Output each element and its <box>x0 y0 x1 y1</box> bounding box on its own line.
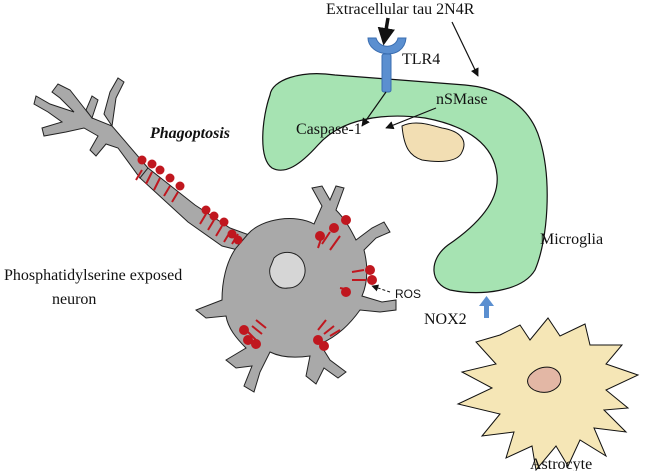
ros-arrow <box>371 284 391 293</box>
tau-to-nsmase-arrow <box>451 21 479 77</box>
phosphatidylserine-markers <box>135 155 377 351</box>
microglia-body <box>262 73 548 294</box>
neuron-label-line2: neuron <box>52 291 96 308</box>
neuron-label-line1: Phosphatidylserine exposed <box>4 267 182 284</box>
microglia-label: Microglia <box>540 231 603 248</box>
astrocyte-nucleus <box>527 366 562 393</box>
astrocyte-body <box>456 317 640 471</box>
nsmase-to-caspase-arrow <box>385 107 437 130</box>
tau-label: Extracellular tau 2N4R <box>326 1 475 18</box>
nsmase-label: nSMase <box>436 91 488 108</box>
tlr4-cup <box>367 37 407 55</box>
microglia-nucleus <box>401 122 465 162</box>
astrocyte-cell <box>456 317 640 471</box>
microglia-cell <box>262 73 548 294</box>
tlr4-receptor <box>367 37 407 93</box>
astrocyte-label: Astrocyte <box>530 456 592 471</box>
nox2-arrow <box>479 296 494 318</box>
neuron-soma <box>195 185 397 393</box>
ros-label: ROS <box>395 287 421 301</box>
nox2-label: NOX2 <box>424 311 467 328</box>
tlr4-stem <box>381 53 392 93</box>
tau-binding-arrow <box>377 17 395 46</box>
tlr4-label: TLR4 <box>402 51 440 68</box>
tlr4-to-caspase-arrow <box>361 91 387 127</box>
neuron-dendrites-upper-left <box>33 77 149 179</box>
neuron-nucleus <box>269 251 306 289</box>
caspase-label: Caspase-1 <box>296 121 362 138</box>
phagoptosis-label: Phagoptosis <box>149 125 230 142</box>
